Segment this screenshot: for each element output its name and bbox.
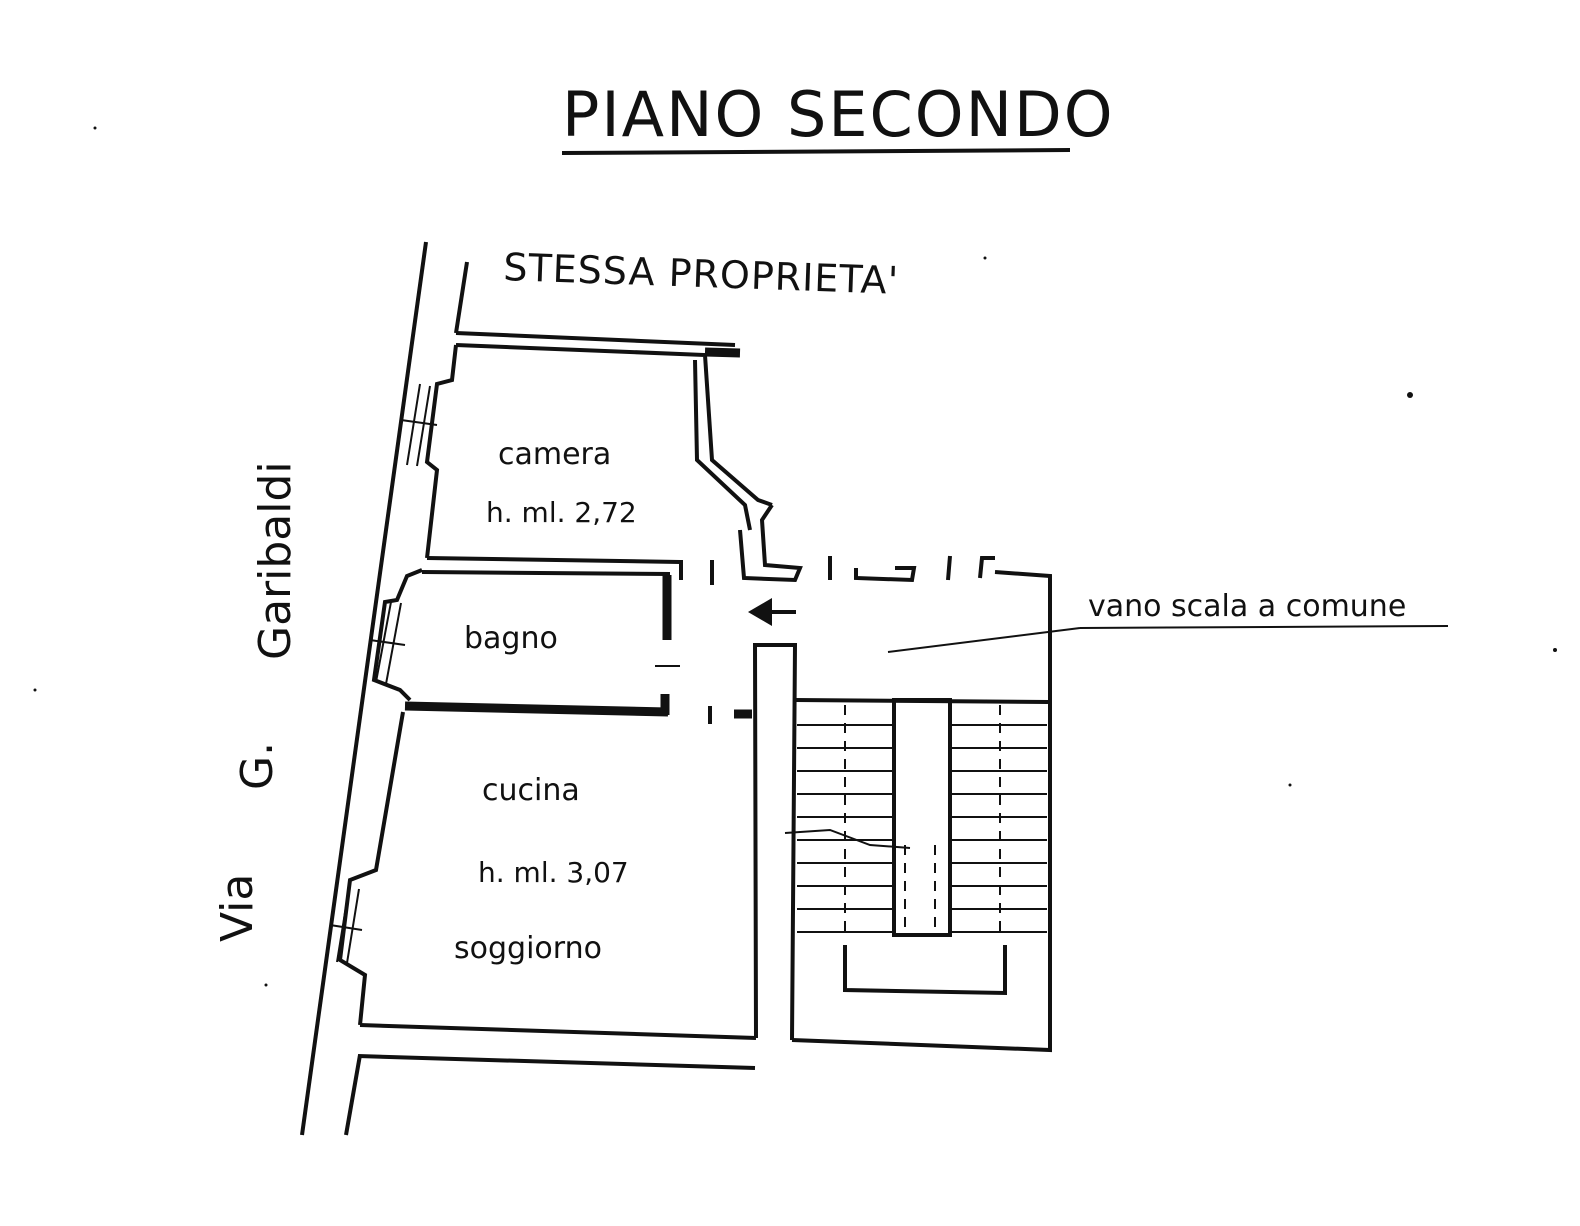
corridor-marks [679, 555, 995, 724]
stairwell-label: vano scala a comune [1088, 589, 1406, 624]
stairwell-leader-line [887, 627, 1081, 653]
street-word-via: Via [212, 874, 263, 942]
plan-title: PIANO SECONDO [562, 78, 1115, 151]
room-camera-height: h. ml. 2,72 [486, 496, 637, 529]
room-camera-name: camera [498, 437, 611, 472]
title-underline [561, 148, 1071, 155]
street-word-garibaldi: Garibaldi [250, 461, 301, 660]
room-soggiorno-name: soggiorno [454, 931, 602, 966]
stairwell-label-underline [1079, 625, 1449, 629]
cucina-walls [357, 643, 798, 1070]
facade-walls [300, 241, 469, 1136]
entrance-arrow-icon [748, 598, 796, 626]
room-cucina-height: h. ml. 3,07 [478, 856, 629, 889]
room-bagno-name: bagno [464, 621, 558, 656]
stairwell [784, 570, 1052, 1053]
adjacent-property-label: STESSA PROPRIETA' [503, 245, 900, 303]
scan-specks [33, 126, 1557, 987]
stair-treads [797, 724, 1047, 933]
room-cucina-name: cucina [482, 773, 580, 808]
street-word-initial: G. [232, 742, 283, 790]
street-label: Via G. Garibaldi [212, 461, 301, 942]
bagno-walls [404, 570, 680, 717]
camera-walls [426, 331, 803, 583]
